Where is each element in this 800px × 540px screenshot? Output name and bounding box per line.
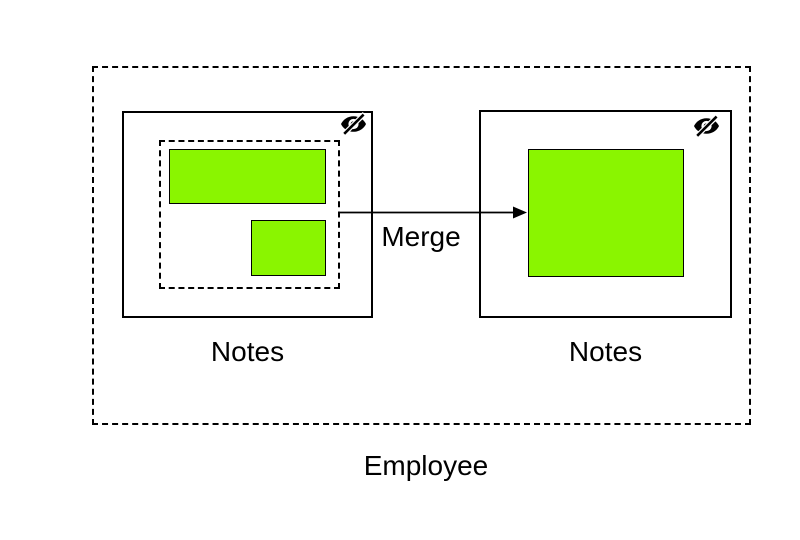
merge-arrow — [339, 206, 527, 219]
note-item-small[interactable] — [251, 220, 326, 276]
note-label-left: Notes — [210, 336, 285, 367]
note-label-right: Notes — [568, 336, 643, 367]
employee-group-label: Employee — [363, 450, 489, 481]
note-item-large[interactable] — [169, 149, 326, 204]
note-box-left[interactable] — [122, 111, 373, 318]
selection-dashed-rect — [159, 140, 340, 289]
note-item-merged[interactable] — [528, 149, 684, 277]
eye-slash-icon[interactable] — [693, 114, 720, 138]
employee-group-boundary — [92, 66, 751, 425]
eye-slash-icon[interactable] — [340, 112, 367, 136]
merge-arrow-label: Merge — [381, 221, 461, 252]
